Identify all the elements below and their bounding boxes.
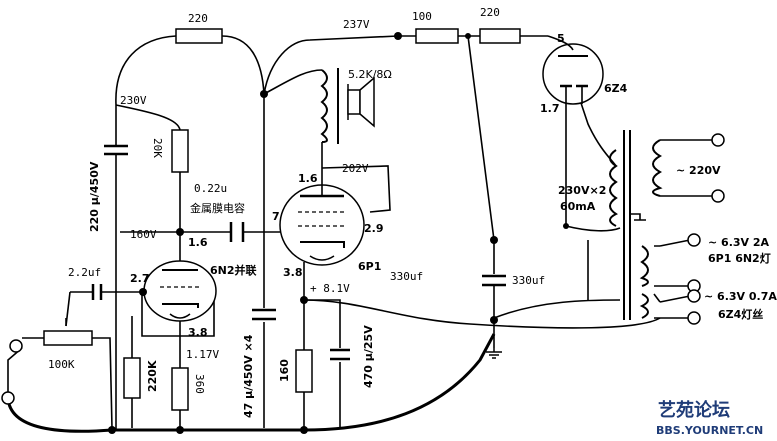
- label-cap-47u: 47 μ/450V ×4: [242, 334, 255, 418]
- label-c-330uf-right: 330uf: [512, 274, 545, 287]
- tube-6p1-heater: [309, 255, 335, 261]
- label-tube-6p1: 6P1: [358, 260, 381, 273]
- label-speaker-impedance: 5.2K/8Ω: [348, 68, 392, 81]
- label-pin-7: 7: [272, 210, 280, 223]
- label-hv-current: 60mA: [560, 200, 596, 213]
- output-transformer: [320, 68, 375, 144]
- label-pin-16-6n2: 1.6: [188, 236, 208, 249]
- label-r-220k: 220K: [146, 360, 159, 392]
- heater-terminal-3: [687, 289, 701, 303]
- primary-winding: [652, 139, 663, 197]
- speaker-cone-icon: [359, 76, 375, 128]
- tube-6z4-envelope: [542, 43, 604, 105]
- junction-dots: [108, 32, 569, 434]
- label-pot-100k: 100K: [48, 358, 75, 371]
- label-tube-6z4: 6Z4: [604, 82, 628, 95]
- label-plus-81v: + 8.1V: [310, 282, 350, 295]
- resistor-220-top: [175, 28, 223, 44]
- label-heater-63v-07a: ~ 6.3V 0.7A: [704, 290, 777, 303]
- resistor-100: [415, 28, 459, 44]
- label-230v: 230V: [120, 94, 147, 107]
- watermark-url: BBS.YOURNET.CN: [656, 424, 763, 437]
- label-r-220-filter: 220: [480, 6, 500, 19]
- label-tube-6n2: 6N2并联: [210, 263, 257, 277]
- label-pin-5: 5: [557, 32, 565, 45]
- label-r-220-top: 220: [188, 12, 208, 25]
- label-r-100: 100: [412, 10, 432, 23]
- heater-terminal-1: [687, 233, 701, 247]
- label-heater-6p1-6n2: 6P1 6N2灯: [708, 251, 771, 265]
- watermark-logo: 艺苑论坛: [658, 399, 730, 421]
- label-ac-220v: ~ 220V: [676, 164, 721, 177]
- power-transformer: [609, 130, 663, 320]
- label-pin-29: 2.9: [364, 222, 384, 235]
- input-jack-icon: [9, 339, 23, 353]
- tube-6p1-cathode: [300, 241, 345, 248]
- label-117v: 1.17V: [186, 348, 219, 361]
- resistor-20k: [171, 129, 189, 173]
- label-pin-17: 1.7: [540, 102, 560, 115]
- ac-terminal-2: [711, 189, 725, 203]
- resistor-360: [171, 367, 189, 411]
- label-237v: 237V: [343, 18, 370, 31]
- label-202v: 202V: [342, 162, 369, 175]
- label-c-330uf-left: 330uf: [390, 270, 423, 283]
- label-hv-secondary: 230V×2: [558, 184, 606, 197]
- heater-terminal-4: [687, 311, 701, 325]
- label-film-capacitor: 金属膜电容: [190, 201, 245, 215]
- label-r-160: 160: [278, 359, 291, 382]
- tube-6n2-heater: [169, 313, 191, 319]
- watermark: 艺苑论坛 BBS.YOURNET.CN: [656, 399, 763, 437]
- resistors: [43, 28, 521, 411]
- tube-6p1: [279, 168, 365, 266]
- tube-6n2-cathode: [162, 303, 199, 308]
- label-160v: 160V: [130, 228, 157, 241]
- label-c-22uf: 2.2uf: [68, 266, 101, 279]
- potentiometer-100k: [43, 330, 93, 346]
- label-c-022: 0.22u: [194, 182, 227, 195]
- label-pin-27: 2.7: [130, 272, 150, 285]
- label-heater-63v-2a: ~ 6.3V 2A: [708, 236, 770, 249]
- speaker-body: [347, 89, 361, 115]
- heater-winding-6z4: [639, 293, 649, 319]
- label-pin-16-6p1: 1.6: [298, 172, 318, 185]
- tube-6z4: [542, 35, 604, 105]
- resistor-220k: [123, 357, 141, 399]
- hv-secondary-winding: [609, 149, 618, 227]
- label-r-20k: 20K: [151, 138, 164, 158]
- input-ground-terminal: [1, 391, 15, 405]
- heater-winding-6p1: [639, 245, 649, 287]
- ground-symbol-icon: [486, 348, 502, 359]
- capacitors: [90, 105, 506, 430]
- label-r-360: 360: [193, 374, 206, 394]
- output-transformer-primary: [320, 69, 328, 143]
- label-heater-6z4: 6Z4灯丝: [718, 307, 763, 321]
- labels: 220 237V 100 220 5 230V 5.2K/8Ω 20K 0.22…: [48, 6, 777, 418]
- tube-6n2: [143, 260, 217, 322]
- label-pin-38-6n2: 3.8: [188, 326, 208, 339]
- label-cap-220u: 220 μ/450V: [88, 161, 101, 232]
- label-pin-38-6p1: 3.8: [283, 266, 303, 279]
- resistor-160: [295, 349, 313, 393]
- label-cap-470u: 470 μ/25V: [362, 325, 375, 388]
- ac-terminal-1: [711, 133, 725, 147]
- terminals: [1, 133, 725, 405]
- resistor-220-filter: [479, 28, 521, 44]
